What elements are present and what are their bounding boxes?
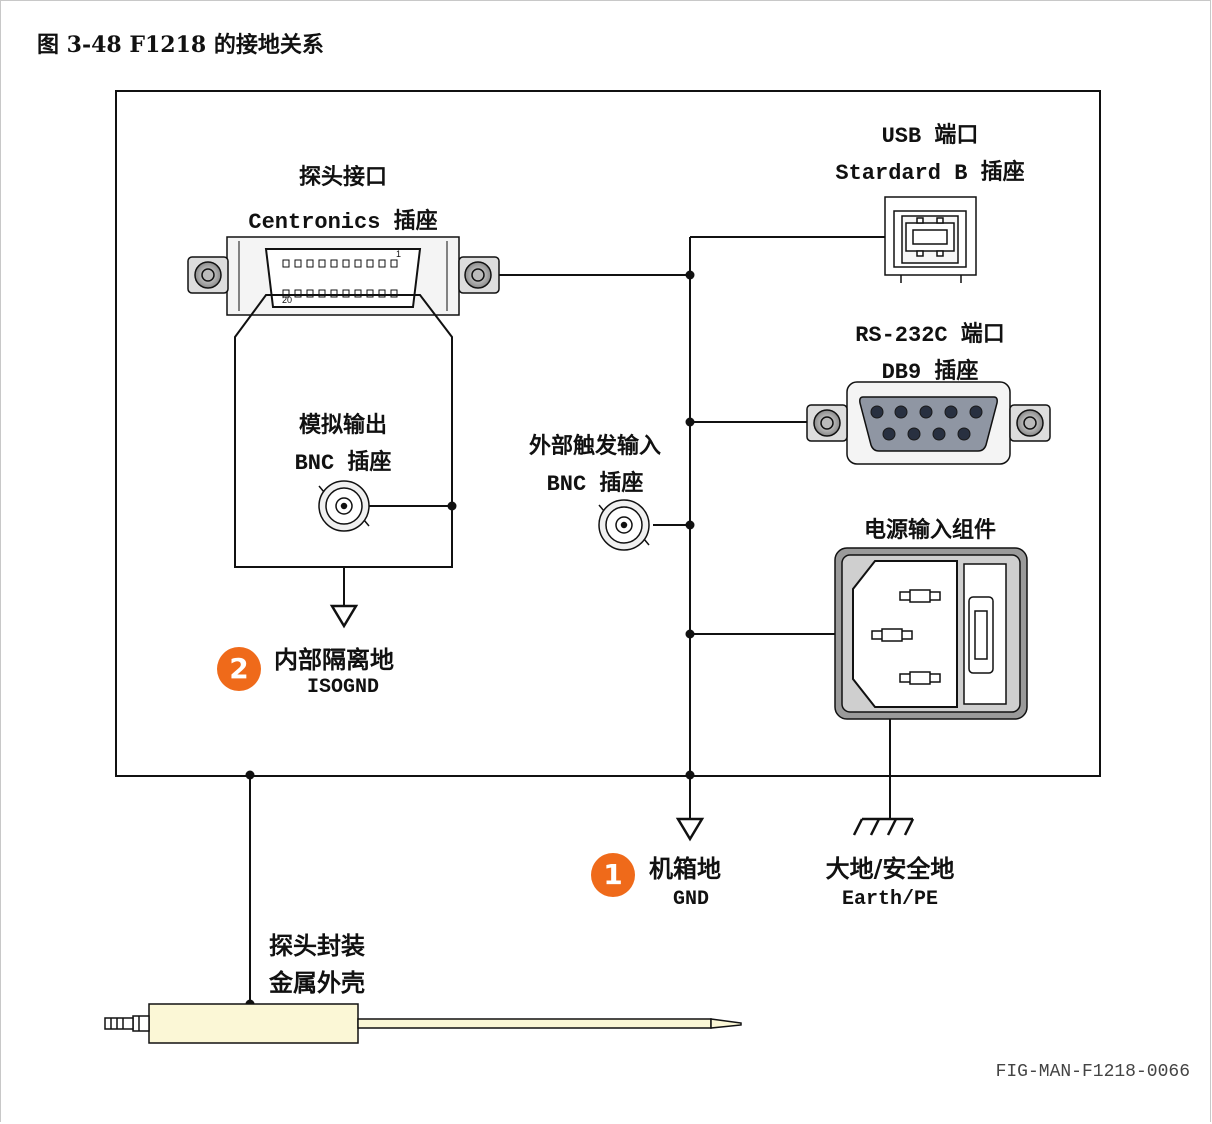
power-module-label: 电源输入组件 (863, 517, 997, 543)
centronics-connector (187, 236, 500, 316)
usb-b-socket (884, 196, 977, 283)
chassis-ground-badge: 1 (591, 853, 635, 897)
probe-shell-label-2: 金属外壳 (269, 968, 365, 997)
iso-ground-label: 内部隔离地 (274, 645, 394, 674)
probe-interface-label: 探头接口 (298, 164, 388, 190)
rs232-connector-label: DB9 插座 (881, 360, 979, 385)
power-entry-module (834, 547, 1028, 720)
iso-ground-badge: 2 (217, 647, 261, 691)
usb-port-label: USB 端口 (881, 124, 979, 149)
probe-shell-label-1: 探头封装 (269, 931, 365, 960)
pin-20-label: 20 (282, 295, 292, 305)
rs232-port-label: RS-232C 端口 (855, 323, 1005, 348)
analog-connector-label: BNC 插座 (294, 451, 392, 476)
analog-bnc-connector (318, 480, 370, 532)
chassis-ground-label: 机箱地 (649, 854, 721, 883)
db9-connector (806, 381, 1051, 465)
figure-title: 图 3-48 F1218 的接地关系 (37, 32, 324, 58)
chassis-ground-symbol (675, 817, 705, 842)
earth-ground-label: 大地/安全地 (825, 854, 955, 883)
trigger-connector-label: BNC 插座 (546, 472, 644, 497)
instrument-enclosure (115, 90, 1101, 777)
chassis-ground-code: GND (672, 888, 710, 911)
isolated-analog-block (234, 294, 453, 629)
trigger-bnc-connector (598, 499, 650, 551)
figure-code: FIG-MAN-F1218-0066 (995, 1062, 1190, 1082)
probe-illustration (104, 1003, 742, 1044)
ext-trigger-label: 外部触发输入 (528, 433, 662, 459)
iso-ground-code: ISOGND (306, 676, 380, 699)
analog-out-label: 模拟输出 (298, 412, 388, 438)
usb-connector-label: Stardard B 插座 (835, 161, 1025, 186)
probe-connector-label: Centronics 插座 (248, 210, 438, 235)
pin-1-label: 1 (396, 249, 401, 259)
earth-ground-code: Earth/PE (841, 888, 939, 911)
